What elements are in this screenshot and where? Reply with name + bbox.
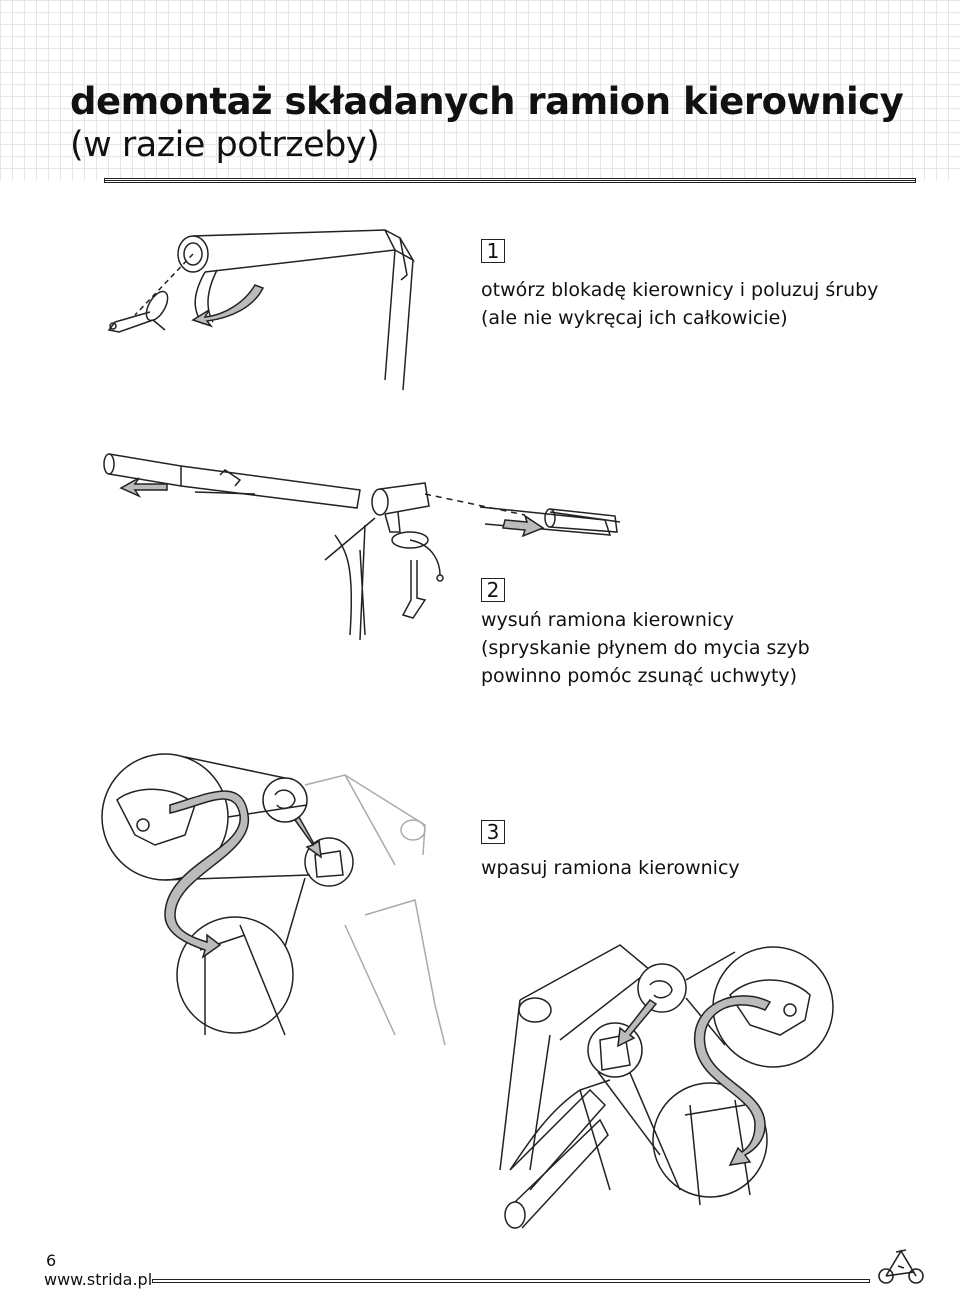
footer-rule <box>152 1279 870 1283</box>
title-rule <box>104 178 916 183</box>
step-3-illustration-left <box>101 753 446 1046</box>
page-title: demontaż składanych ramion kierownicy <box>70 80 904 123</box>
page-subtitle: (w razie potrzeby) <box>70 125 380 165</box>
step-1-line-2: (ale nie wykręcaj ich całkowicie) <box>481 307 788 329</box>
step-2-line-2: (spryskanie płynem do mycia szyb <box>481 637 810 659</box>
fit-arrow-icon <box>164 790 249 959</box>
website-link[interactable]: www.strida.pl <box>44 1270 153 1289</box>
step-1-number: 1 <box>481 239 505 263</box>
fit-arrow-icon-2 <box>293 815 322 859</box>
fit-arrow-icon-3 <box>694 995 772 1166</box>
step-1-line-1: otwórz blokadę kierownicy i poluzuj śrub… <box>481 279 879 301</box>
header-grid-background <box>0 0 960 180</box>
slide-left-arrow-icon <box>119 477 168 498</box>
step-3-line-1: wpasuj ramiona kierownicy <box>481 857 740 879</box>
step-1-illustration <box>107 229 416 391</box>
page-number: 6 <box>46 1251 57 1270</box>
fit-arrow-icon-4 <box>617 998 658 1048</box>
step-2-illustration <box>103 453 621 641</box>
rotate-arrow-icon <box>191 284 265 328</box>
step-3-number: 3 <box>481 820 505 844</box>
bicycle-logo-icon <box>878 1249 924 1284</box>
slide-right-arrow-icon <box>502 514 545 538</box>
step-2-number: 2 <box>481 578 505 602</box>
step-3-illustration-right <box>499 944 834 1229</box>
step-2-line-3: powinno pomóc zsunąć uchwyty) <box>481 665 798 687</box>
step-2-line-1: wysuń ramiona kierownicy <box>481 609 734 631</box>
title-block: demontaż składanych ramion kierownicy (w… <box>70 80 904 166</box>
